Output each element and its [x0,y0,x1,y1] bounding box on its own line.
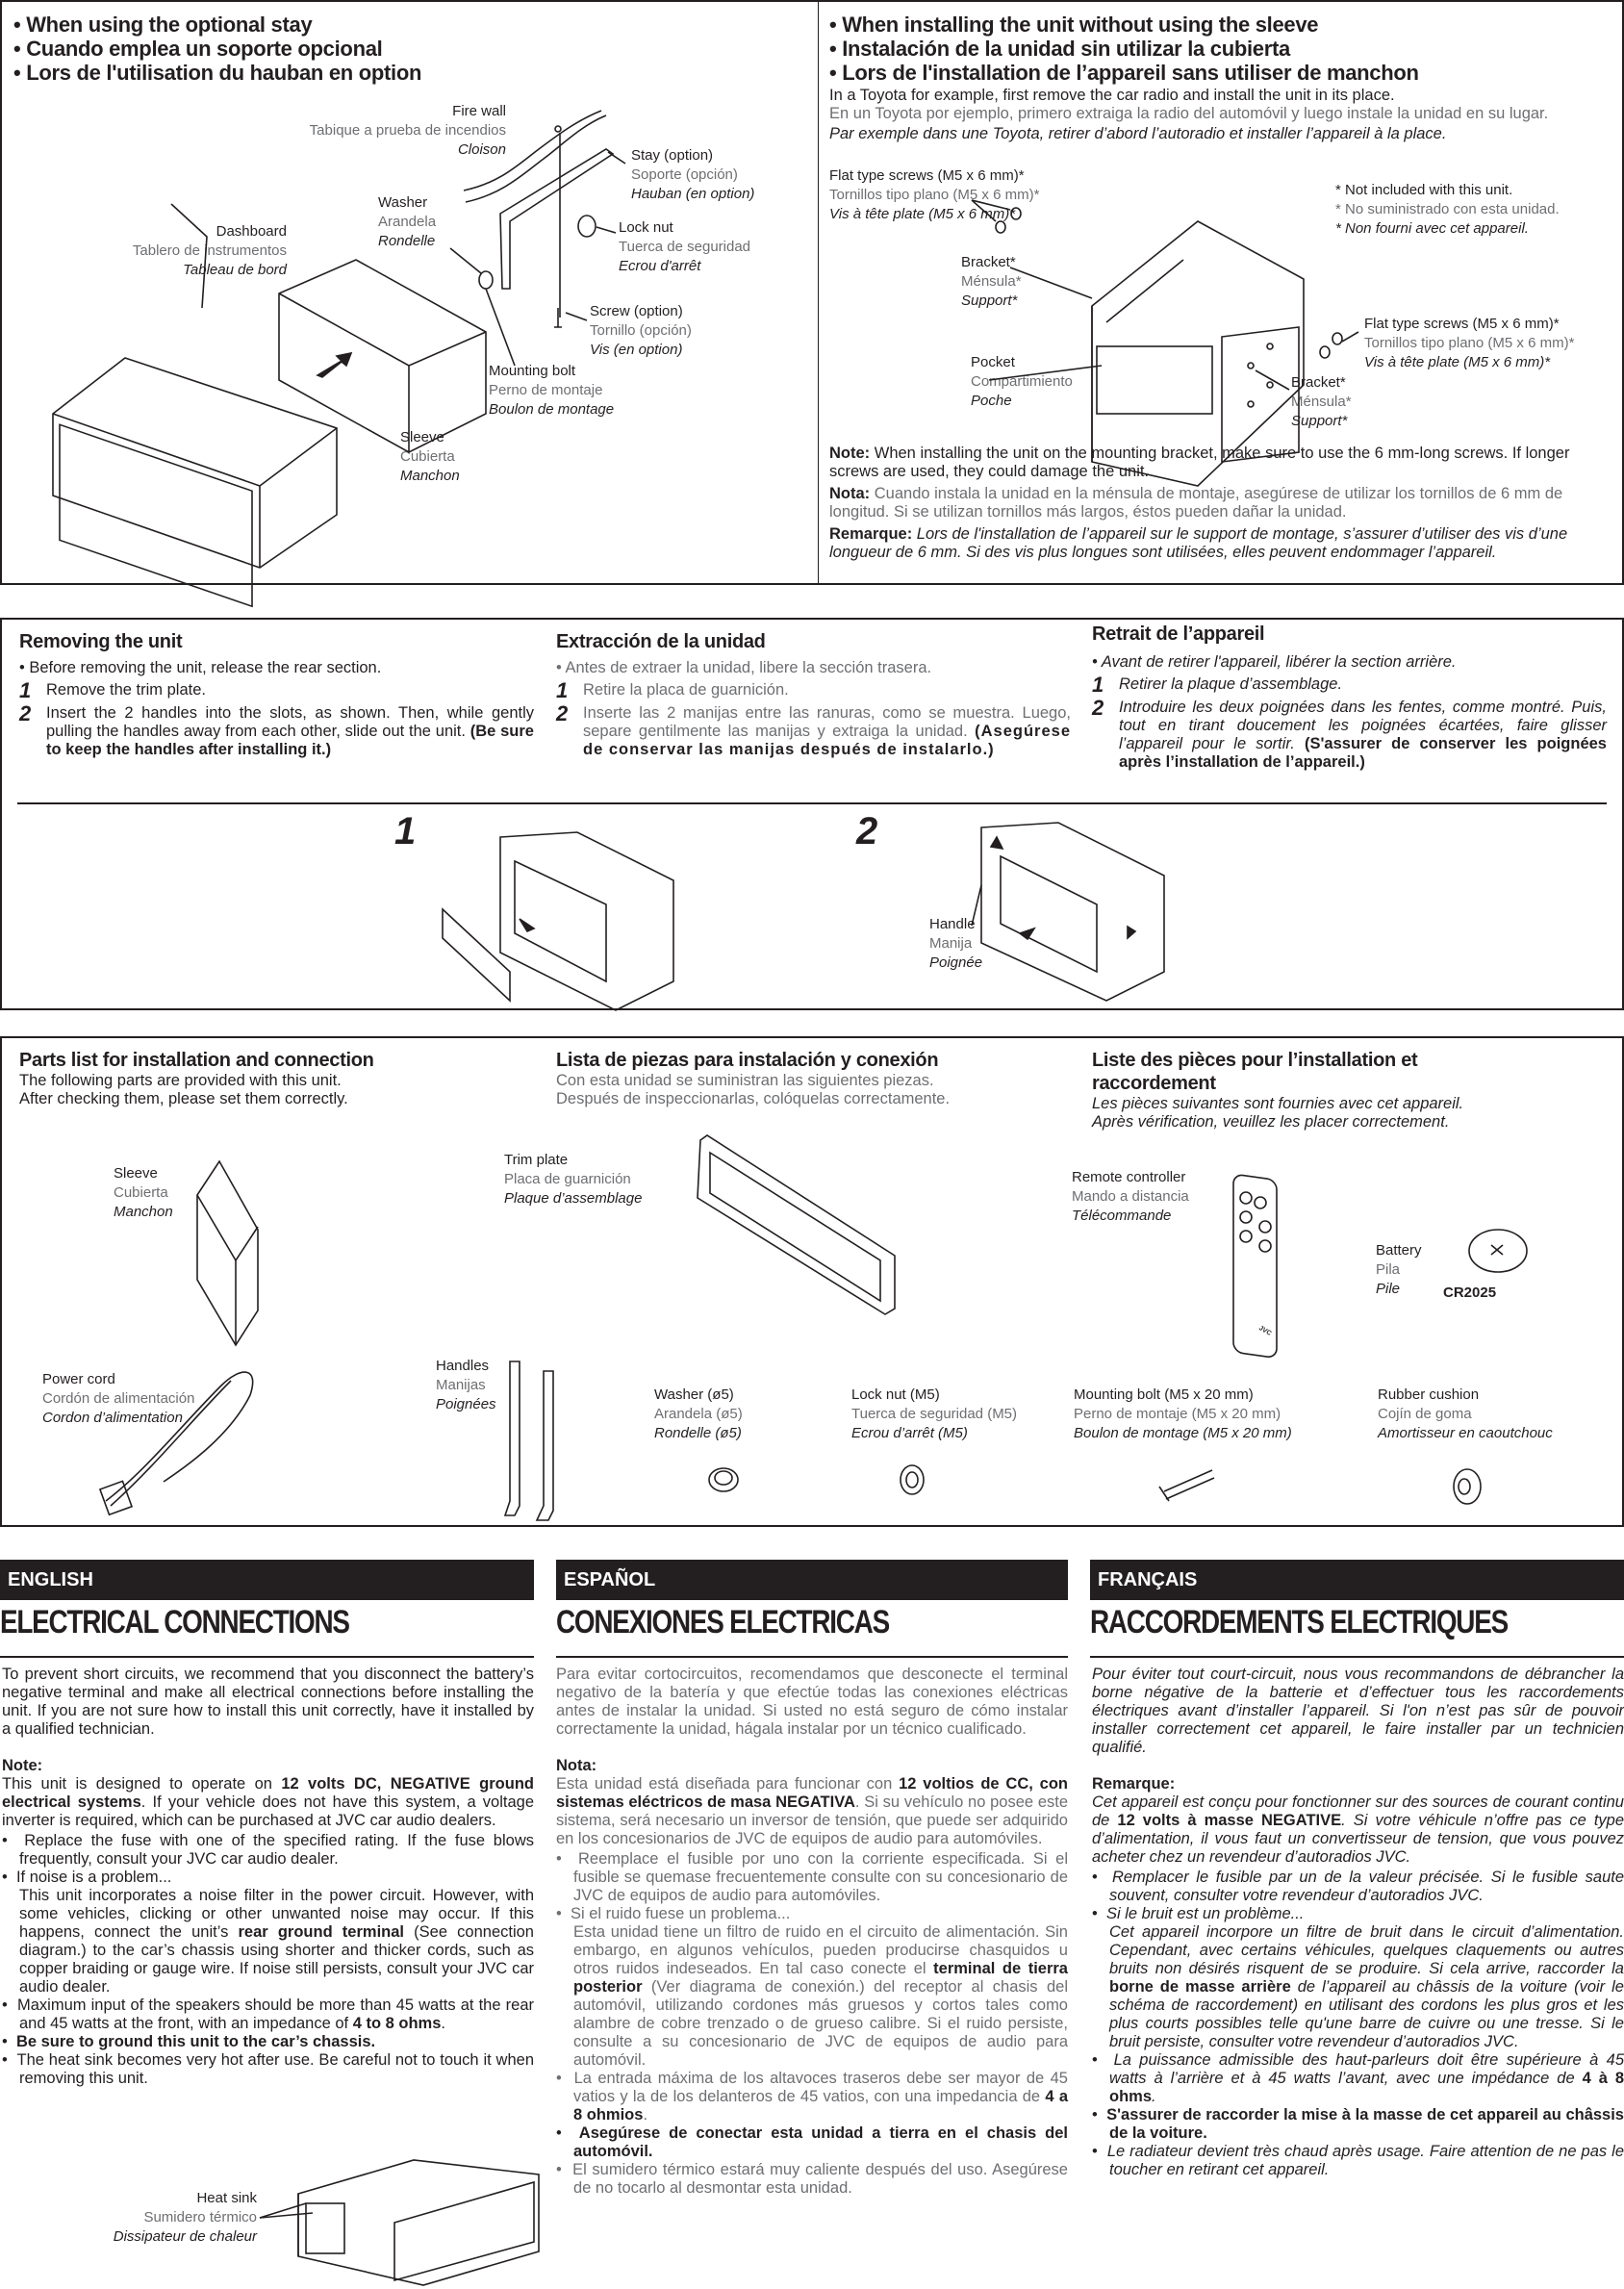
stay-titles: • When using the optional stay • Cuando … [13,13,421,85]
label-pocket: Pocket Compartimiento Poche [971,354,1073,409]
parts-en: Parts list for installation and connecti… [19,1049,520,1108]
trim-plate-icon [697,1134,896,1315]
label-bracket-left: Bracket* Ménsula* Support* [961,254,1022,309]
parts-illustrations [98,1134,1528,1521]
parts-fr: Liste des pièces pour l’installation et … [1092,1049,1496,1132]
part-washer: Washer (ø5) Arandela (ø5) Rondelle (ø5) [654,1386,743,1441]
removing-title-en: Removing the unit [19,631,183,652]
washer-icon [708,1467,739,1492]
parts-title-es: Lista de piezas para instalación y conex… [556,1050,939,1071]
label-washer: Washer Arandela Rondelle [378,194,437,249]
note-lead-fr: Remarque: [829,525,913,543]
removing-title-es: Extracción de la unidad [556,631,766,652]
part-power-cord: Power cord Cordón de alimentación Cordon… [42,1371,195,1426]
removing-divider [17,802,1607,804]
parts-list-panel [0,1036,1624,1527]
heat-sink-diagram [259,2159,540,2286]
electrical-title-en: ELECTRICAL CONNECTIONS [0,1604,350,1640]
label-dashboard: Dashboard Tablero de instrumentos Tablea… [132,223,287,278]
note-lead-es: Nota: [829,485,871,502]
electrical-fr: Pour éviter tout court-circuit, nous vou… [1092,1666,1624,2178]
no-sleeve-titles: • When installing the unit without using… [829,13,1419,85]
no-sleeve-notes: Note: When installing the unit on the mo… [829,445,1570,561]
label-mounting-bolt: Mounting bolt Perno de montaje Boulon de… [489,363,615,418]
label-lock-nut: Lock nut Tuerca de seguridad Ecrou d'arr… [619,219,751,274]
figure-number-1: 1 [394,810,417,852]
parts-title-fr: Liste des pièces pour l’installation et … [1092,1050,1418,1094]
label-fire-wall: Fire wall Tabique a prueba de incendios … [309,103,506,158]
label-not-included: * Not included with this unit. * No sumi… [1335,182,1560,237]
part-rubber-cushion: Rubber cushion Cojín de goma Amortisseur… [1378,1386,1553,1441]
label-stay: Stay (option) Soporte (opción) Hauban (e… [631,147,755,202]
label-bracket-right: Bracket* Ménsula* Support* [1291,374,1352,429]
label-flat-screws-top: Flat type screws (M5 x 6 mm)* Tornillos … [829,167,1040,222]
stay-title-es: • Cuando emplea un soporte opcional [13,37,383,61]
electrical-es: Para evitar cortocircuitos, recomendamos… [556,1666,1069,2197]
part-handles: Handles Manijas Poignées [436,1358,496,1412]
handles-icon [503,1361,520,1516]
stay-title-en: • When using the optional stay [13,13,313,37]
no-sleeve-title-es: • Instalación de la unidad sin utilizar … [829,37,1290,61]
label-flat-screws-right: Flat type screws (M5 x 6 mm)* Tornillos … [1364,316,1575,370]
no-sleeve-diagram [971,199,1359,487]
battery-icon [1468,1229,1528,1273]
no-sleeve-installation-panel [818,0,1624,585]
parts-es: Lista de piezas para instalación y conex… [556,1049,1076,1108]
mounting-bolt-icon [1163,1469,1215,1500]
electrical-title-es: CONEXIONES ELECTRICAS [556,1604,890,1640]
removing-es: Extracción de la unidad • Antes de extra… [556,631,1071,758]
removing-unit-panel [0,618,1624,1010]
remove-trim-plate-diagram [442,822,1165,1011]
rubber-cushion-icon [1453,1468,1482,1505]
part-lock-nut: Lock nut (M5) Tuerca de seguridad (M5) E… [851,1386,1018,1441]
stay-installation-diagram [52,110,626,608]
label-sleeve: Sleeve Cubierta Manchon [400,429,460,484]
label-handle: Handle Manija Poignée [929,916,983,971]
part-trim-plate: Trim plate Placa de guarnición Plaque d’… [504,1152,643,1207]
label-screw: Screw (option) Tornillo (opción) Vis (en… [590,303,692,358]
label-heat-sink: Heat sink Sumidero térmico Dissipateur d… [113,2190,257,2245]
electrical-rule-es [556,1656,1068,1658]
stay-title-fr: • Lors de l'utilisation du hauban en opt… [13,61,422,85]
power-cord-icon [105,1371,254,1502]
removing-title-fr: Retrait de l’appareil [1092,623,1265,645]
lock-nut-icon [900,1464,925,1495]
no-sleeve-intro: In a Toyota for example, first remove th… [829,87,1549,142]
electrical-rule-en [0,1656,534,1658]
electrical-en: To prevent short circuits, we recommend … [2,1666,534,2087]
figure-number-2: 2 [856,810,878,852]
part-remote-controller: Remote controller Mando a distancia Télé… [1072,1169,1189,1224]
battery-model: CR2025 [1443,1284,1497,1301]
removing-fr: Retrait de l’appareil • Avant de retirer… [1092,623,1607,771]
removing-en: Removing the unit • Before removing the … [19,631,534,758]
part-battery: Battery Pila Pile [1376,1242,1422,1297]
lang-bar-francais: FRANÇAIS [1090,1560,1624,1600]
lang-bar-english: ENGLISH [0,1560,534,1600]
parts-title-en: Parts list for installation and connecti… [19,1050,374,1071]
part-sleeve: Sleeve Cubierta Manchon [114,1165,173,1220]
electrical-title-fr: RACCORDEMENTS ELECTRIQUES [1090,1604,1509,1640]
sleeve-icon [196,1159,259,1347]
remote-icon [1232,1174,1278,1358]
note-lead-en: Note: [829,445,871,462]
stay-installation-panel [0,0,818,585]
electrical-rule-fr [1090,1656,1624,1658]
no-sleeve-title-fr: • Lors de l'installation de l’appareil s… [829,61,1419,85]
part-mounting-bolt: Mounting bolt (M5 x 20 mm) Perno de mont… [1074,1386,1292,1441]
lang-bar-espanol: ESPAÑOL [556,1560,1068,1600]
no-sleeve-title-en: • When installing the unit without using… [829,13,1319,37]
